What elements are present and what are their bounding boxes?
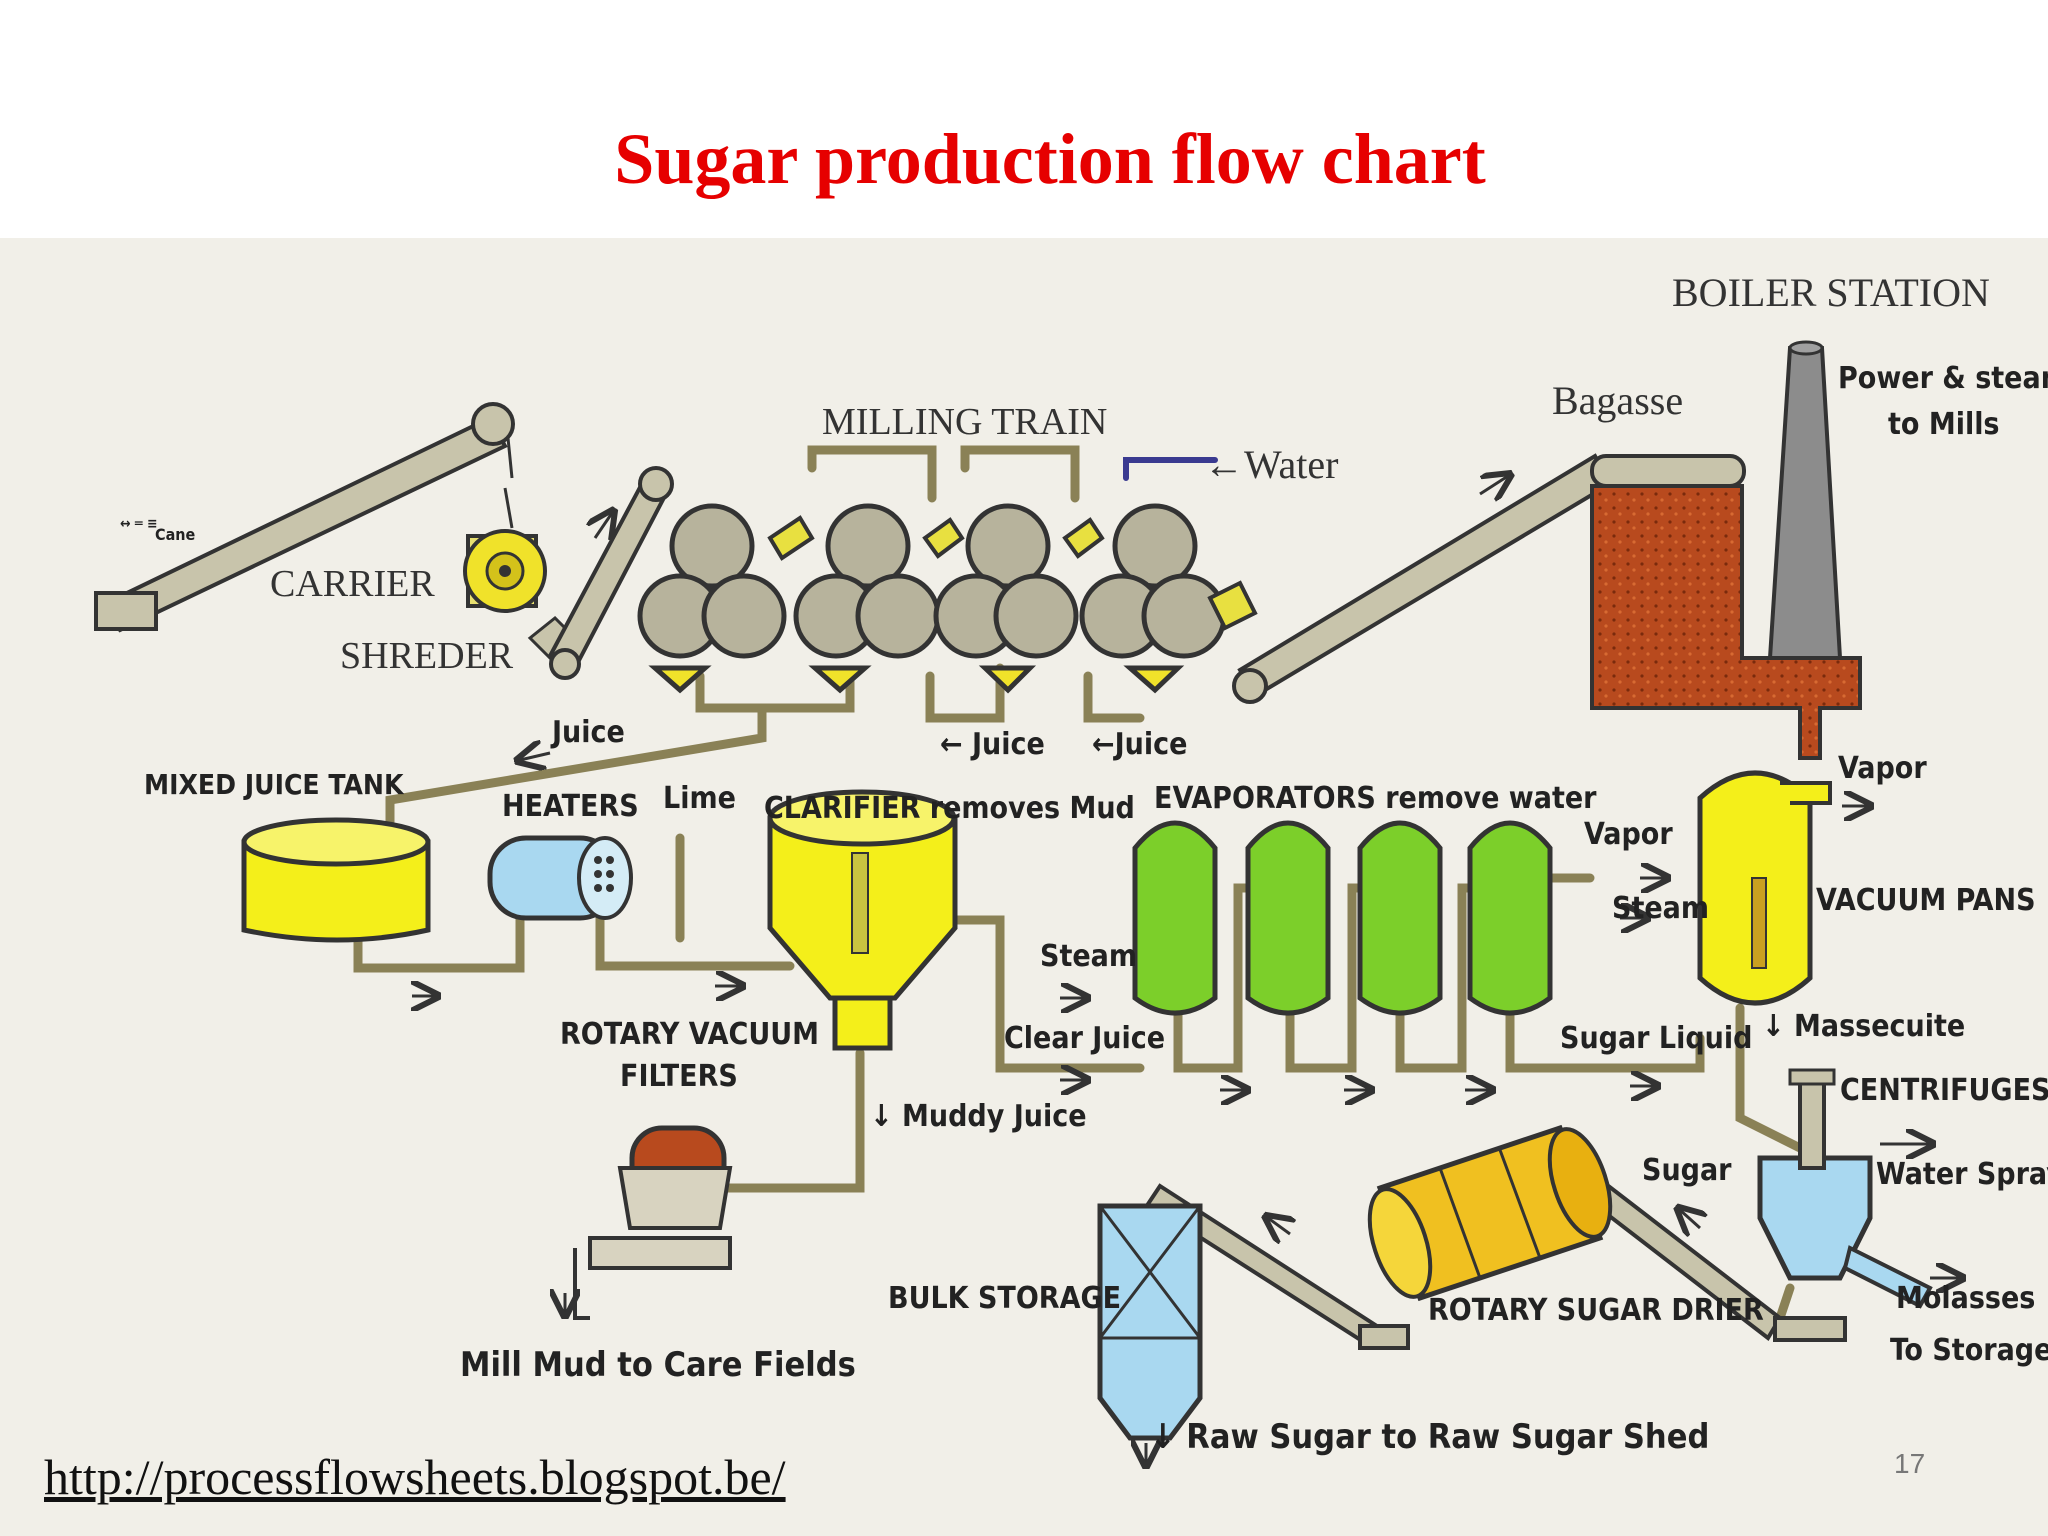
- sugar-label: Sugar: [1642, 1153, 1732, 1188]
- heaters: [487, 835, 633, 921]
- sugar-liquid-label: Sugar Liquid: [1560, 1021, 1752, 1056]
- massecuite-label: ↓ Massecuite: [1762, 1009, 1965, 1044]
- flow-diagram: Cane ↔ ═ ≡: [0, 238, 2048, 1536]
- mixed-juice-tank-label: MIXED JUICE TANK: [144, 768, 405, 801]
- rotary-sugar-drier: [1367, 1124, 1613, 1302]
- juice-label-mid: ← Juice: [940, 727, 1045, 762]
- page-number: 17: [1894, 1448, 1926, 1479]
- centrifuge: [1757, 1068, 1960, 1309]
- mill-4: [1079, 503, 1227, 694]
- heaters-label: HEATERS: [502, 789, 639, 824]
- flow-arrows: [412, 753, 1868, 1463]
- molasses-label: Molasses: [1896, 1281, 2035, 1316]
- muddy-juice-label: ↓ Muddy Juice: [870, 1099, 1087, 1134]
- water-spray-label: Water Spray: [1876, 1157, 2048, 1192]
- shredder: [463, 529, 578, 661]
- milling-train-label: MILLING TRAIN: [822, 401, 1107, 443]
- slide-title: Sugar production flow chart: [614, 119, 1486, 199]
- labels: BOILER STATION Power & steam to Mills Ba…: [144, 270, 2048, 1457]
- mill-1: [637, 503, 787, 694]
- vacuum-pans-label: VACUUM PANS: [1816, 883, 2036, 918]
- rotary-sugar-drier-label: ROTARY SUGAR DRIER: [1428, 1293, 1764, 1328]
- mill-2: [793, 503, 941, 694]
- milling-train: [637, 503, 1258, 694]
- mill-3: [933, 503, 1079, 694]
- to-storage-label: To Storage: [1890, 1333, 2048, 1368]
- raw-sugar-label: ↓ Raw Sugar to Raw Sugar Shed: [1150, 1417, 1709, 1457]
- rotary-vacuum-filter: [573, 1125, 733, 1320]
- juice-label-left: Juice: [550, 715, 625, 750]
- source-link[interactable]: http://processflowsheets.blogspot.be/: [44, 1449, 786, 1505]
- vacuum-pans: [1697, 770, 1832, 1006]
- lime-label: Lime: [663, 781, 736, 816]
- bulk-storage-label: BULK STORAGE: [888, 1281, 1121, 1316]
- svg-text:↔ ═ ≡: ↔ ═ ≡: [120, 516, 157, 532]
- filters-label: FILTERS: [620, 1059, 738, 1094]
- vapor-top-label: Vapor: [1838, 751, 1927, 786]
- power-steam-label: Power & steam: [1838, 361, 2048, 396]
- boiler-station-label: BOILER STATION: [1672, 270, 1990, 315]
- vapor-evap-label: Vapor: [1584, 817, 1673, 852]
- evaporators: [1132, 820, 1553, 1016]
- mixed-juice-tank: [241, 817, 431, 943]
- bagasse-conveyor: [1232, 453, 1746, 704]
- cane-label: Cane: [155, 525, 196, 544]
- rotary-vacuum-label: ROTARY VACUUM: [560, 1017, 819, 1052]
- bagasse-label: Bagasse: [1552, 378, 1683, 423]
- juice-label-right: ←Juice: [1092, 727, 1187, 762]
- steam-evap-label: Steam: [1040, 939, 1137, 974]
- bulk-storage: [1097, 1203, 1203, 1441]
- boiler-station: [1590, 340, 1862, 760]
- storage-conveyor: [1145, 1183, 1410, 1350]
- carrier-label: CARRIER: [270, 563, 435, 605]
- evaporators-label: EVAPORATORS remove water: [1154, 781, 1597, 816]
- clear-juice-label: Clear Juice: [1004, 1021, 1165, 1056]
- cane-carrier: Cane ↔ ═ ≡: [94, 402, 517, 633]
- clarifier-label: CLARIFIER removes Mud: [764, 791, 1135, 826]
- mill-mud-label: Mill Mud to Care Fields: [460, 1345, 856, 1385]
- shreder-label: SHREDER: [340, 635, 514, 677]
- feed-conveyor: [547, 466, 674, 680]
- water-label: ←Water: [1204, 442, 1339, 487]
- steam-pan-label: Steam: [1612, 891, 1709, 926]
- clarifier: [767, 789, 958, 1051]
- to-mills-label: to Mills: [1888, 407, 2000, 442]
- centrifuges-label: CENTRIFUGES: [1840, 1073, 2048, 1108]
